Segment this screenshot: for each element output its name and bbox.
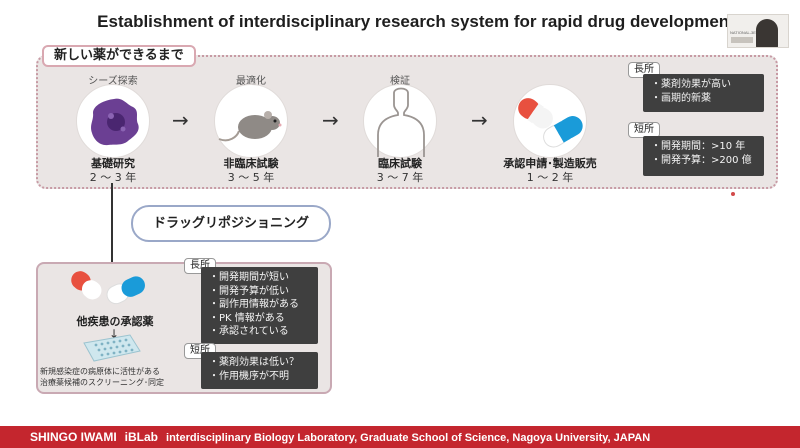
webcam-video: NATIONAL-3EN [727, 14, 789, 48]
footer-lab: iBLab [124, 430, 159, 444]
top-demerits-box: ・開発期間：>10 年 ・開発予算：>200 億 [643, 136, 764, 176]
bottom-merit-item: ・開発期間が短い [209, 272, 289, 283]
top-merits-box: ・薬剤効果が高い ・画期的新薬 [643, 74, 764, 112]
top-merit-item: ・画期的新薬 [651, 93, 711, 104]
approved-drug-label: 他疾患の承認薬 [76, 315, 154, 328]
footer-banner: SHINGO IWAMI iBLab interdisciplinary Biolo… [0, 426, 800, 448]
bottom-demerits-box: ・薬剤効果は低い？ ・作用機序が不明 [201, 352, 318, 389]
arrow-right-icon: → [172, 108, 189, 132]
capsules-icon [518, 98, 583, 148]
bottom-merit-item: ・承認されている [209, 326, 289, 337]
top-merit-item: ・薬剤効果が高い [651, 79, 731, 90]
approved-drug-capsules-icon [71, 271, 145, 305]
stage-3-name: 臨床試験 [378, 157, 422, 170]
top-demerit-item: ・開発予算：>200 億 [651, 155, 752, 166]
webcam-caption: NATIONAL-3EN [730, 30, 759, 35]
webcam-shelf [731, 37, 753, 43]
bottom-demerit-item: ・作用機序が不明 [209, 371, 289, 382]
bottom-demerit-item: ・薬剤効果は低い？ [209, 357, 299, 368]
laser-pointer-dot [731, 192, 735, 196]
stage-4-circle [513, 84, 587, 158]
well-plate-icon [83, 334, 141, 362]
footer-affiliation: interdisciplinary Biology Laboratory, Gr… [166, 432, 651, 444]
screening-caption-1: 新規感染症の病原体に活性がある [40, 367, 160, 376]
slide-title: Establishment of interdisciplinary resea… [97, 12, 735, 31]
arrow-right-icon: → [471, 108, 488, 132]
bottom-merit-item: ・PK 情報がある [209, 312, 285, 324]
cell-icon [91, 98, 139, 146]
stage-1-name: 基礎研究 [91, 157, 135, 170]
arrow-right-icon: → [322, 108, 339, 132]
human-body-icon [377, 87, 425, 157]
stage-4-years: 1 〜 2 年 [526, 171, 574, 184]
arrow-down-icon: ↓ [109, 327, 120, 341]
drug-repositioning-tag: ドラッグリポジショニング [131, 205, 331, 242]
bottom-merit-item: ・副作用情報がある [209, 299, 299, 310]
screening-caption-2: 治療薬候補のスクリーニング･同定 [40, 378, 164, 387]
connector-line [111, 183, 113, 266]
stage-1-circle [76, 84, 150, 158]
stage-3-circle [363, 84, 437, 158]
webcam-presenter [756, 19, 778, 47]
stage-2-top-label: 最適化 [236, 76, 266, 87]
stage-3-years: 3 〜 7 年 [376, 171, 424, 184]
stage-3-top-label: 検証 [390, 76, 410, 87]
top-demerit-item: ・開発期間：>10 年 [651, 141, 746, 152]
stage-2-circle [214, 84, 288, 158]
mouse-icon [218, 111, 282, 142]
bottom-merit-item: ・開発予算が低い [209, 285, 289, 297]
footer-name: SHINGO IWAMI [30, 430, 117, 444]
section-tag: 新しい薬ができるまで [42, 45, 196, 67]
stage-1-years: 2 〜 3 年 [89, 171, 137, 184]
stage-4-name: 承認申請･製造販売 [503, 157, 597, 170]
stage-1-top-label: シーズ探索 [88, 76, 138, 87]
bottom-merits-box: ・開発期間が短い ・開発予算が低い ・副作用情報がある ・PK 情報がある ・承… [201, 267, 318, 344]
stage-2-years: 3 〜 5 年 [227, 171, 275, 184]
stage-2-name: 非臨床試験 [223, 157, 279, 170]
